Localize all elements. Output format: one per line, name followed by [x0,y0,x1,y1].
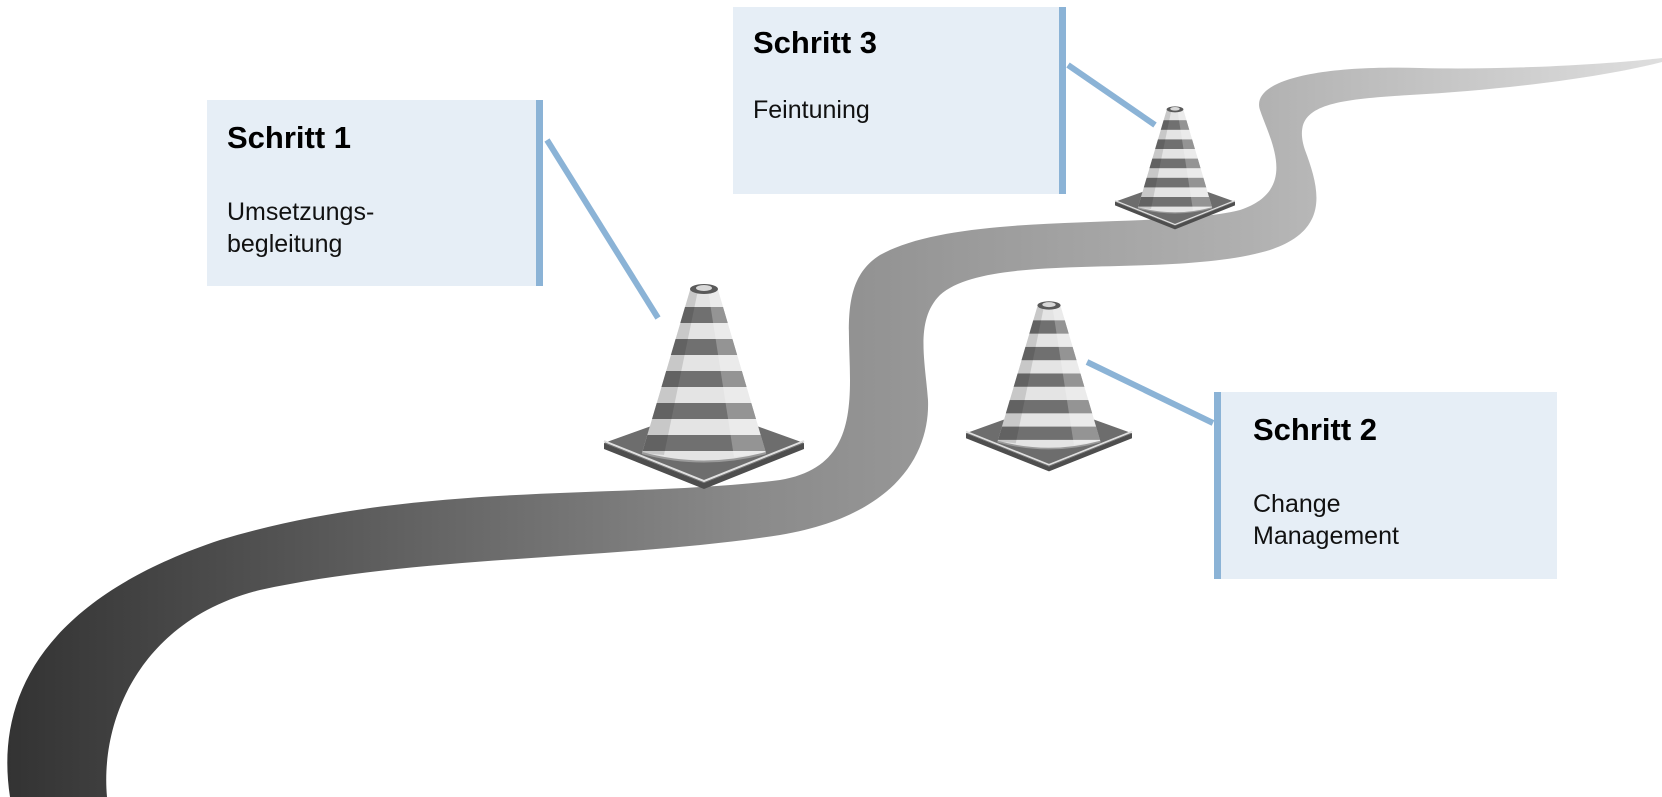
step-3-accent-bar [1059,7,1066,194]
connector-step1 [544,138,661,320]
traffic-cone-icon [966,301,1132,471]
road-path [7,58,1662,797]
step-3-title: Schritt 3 [753,25,878,60]
step-2-box: Schritt 2 Change Management [1214,392,1557,579]
step-3-box: Schritt 3 Feintuning [733,7,1066,194]
connector-step2 [1085,359,1215,426]
traffic-cone-icon [604,284,804,489]
traffic-cone-icon [1115,106,1235,229]
step-3-description: Feintuning [753,96,870,124]
step-2-accent-bar [1214,392,1221,579]
step-1-description: Umsetzungs- begleitung [227,198,375,258]
step-1-box: Schritt 1 Umsetzungs- begleitung [207,100,543,286]
step-1-accent-bar [536,100,543,286]
step-2-title: Schritt 2 [1253,412,1378,447]
connector-step3 [1066,62,1157,128]
step-2-description: Change Management [1253,490,1399,550]
step-1-title: Schritt 1 [227,120,352,155]
